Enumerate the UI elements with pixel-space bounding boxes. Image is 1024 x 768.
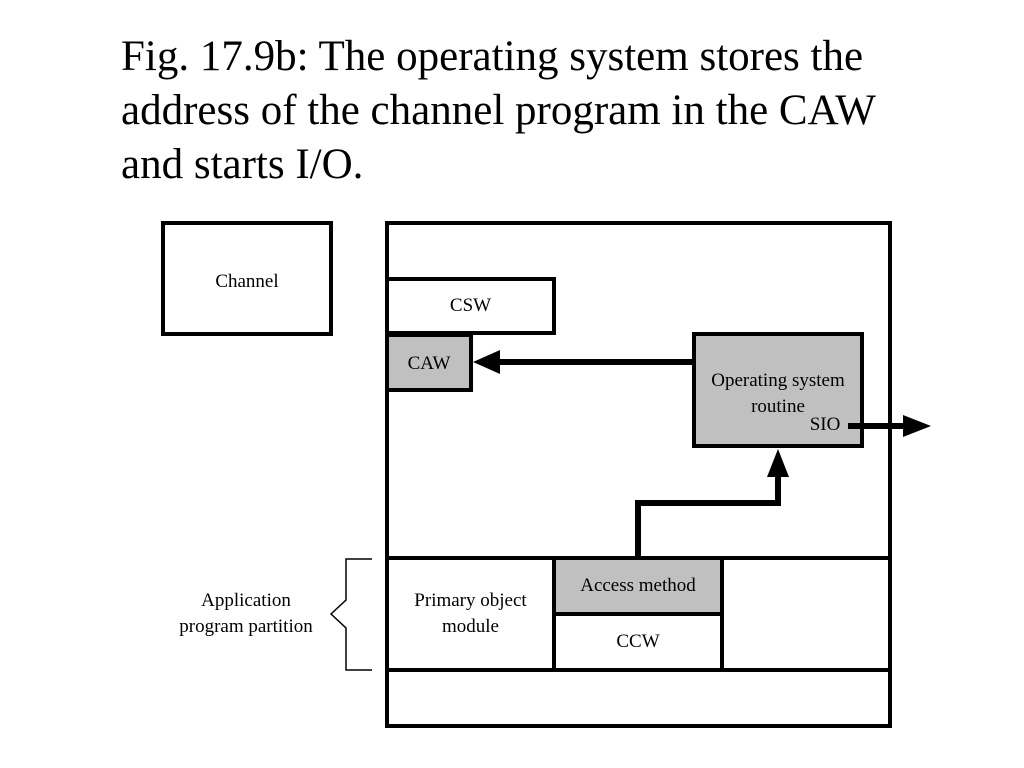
sio-out-arrowhead [903,415,931,437]
caw-box: CAW [385,333,473,392]
partition-empty-box [720,556,892,672]
application-partition-label-line-2: program partition [179,616,313,637]
partition-brace [329,558,372,671]
os-routine-label-line-2: routine [751,396,805,417]
csw-label: CSW [449,295,492,316]
title-line-2: address of the channel program in the CA… [121,87,876,134]
title-line-1: Fig. 17.9b: The operating system stores … [121,33,864,80]
application-partition-label-line-1: Application [201,590,291,611]
title-line-3: and starts I/O. [121,141,364,188]
primary-object-module-label-line-1: Primary object [414,590,527,611]
caw-label: CAW [407,353,451,374]
application-partition-label: Application program partition [160,588,332,640]
ccw-label: CCW [616,631,660,652]
sio-label: SIO [809,414,841,435]
primary-object-module-box: Primary object module [385,556,556,672]
access-method-box: Access method [552,556,724,616]
access-method-label: Access method [580,575,696,596]
csw-box: CSW [385,277,556,335]
primary-object-module-label-line-2: module [442,616,499,637]
os-routine-label-line-1: Operating system [711,370,845,391]
channel-box: Channel [161,221,333,336]
os-routine-box: Operating system routine [692,332,864,448]
channel-label: Channel [215,271,279,292]
ccw-box: CCW [552,612,724,672]
figure-title: Fig. 17.9b: The operating system stores … [121,30,981,192]
